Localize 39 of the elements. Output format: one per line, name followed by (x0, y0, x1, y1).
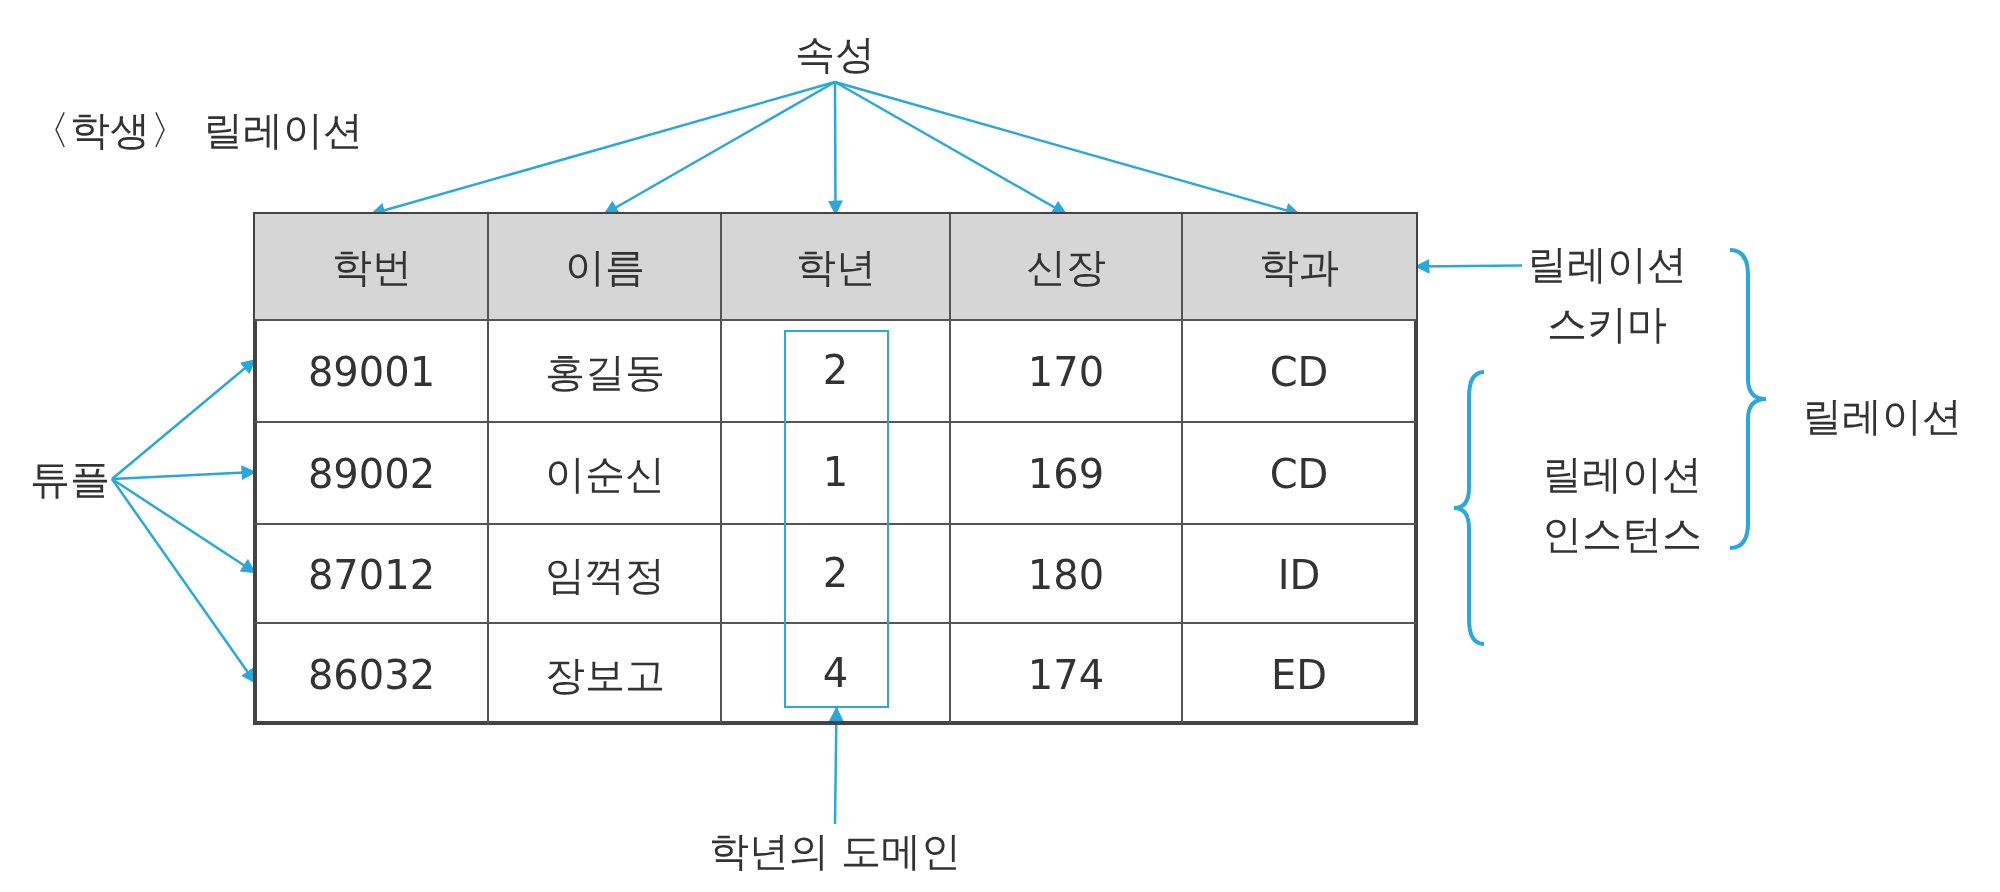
table-row (255, 523, 1416, 622)
annotation-label: 학년의 도메인 (675, 824, 995, 878)
annotation-label: 릴레이션 (1801, 392, 1963, 441)
table-row (255, 319, 1416, 421)
table-cell: CD (1202, 342, 1396, 402)
relation-name-label: 〈학생〉 릴레이션 (30, 106, 364, 155)
domain-highlight-box (784, 330, 889, 708)
table-row (255, 622, 1416, 723)
table-cell: 장보고 (508, 644, 701, 705)
table-cell: 89002 (275, 444, 468, 504)
table-cell: 4 (741, 642, 930, 703)
table-row (255, 421, 1416, 523)
data-table (255, 214, 1416, 723)
table-cell: 170 (970, 342, 1162, 402)
table-cell: ED (1202, 644, 1396, 705)
column-header: 학과 (1202, 236, 1396, 297)
annotation-label: 속성 (785, 28, 885, 80)
table-cell: 86032 (275, 644, 468, 705)
column-header: 학년 (741, 236, 930, 297)
table-cell: 이순신 (508, 444, 701, 504)
header-row (255, 214, 1416, 319)
table-cell: CD (1202, 444, 1396, 504)
table-cell: 169 (970, 444, 1162, 504)
annotation-label: 튜플 (28, 452, 112, 506)
table-cell: ID (1202, 544, 1396, 605)
table-cell: 87012 (275, 544, 468, 605)
table-cell: 2 (741, 542, 930, 603)
annotation-label: 릴레이션 스키마 (1522, 234, 1692, 360)
column-header: 신장 (970, 236, 1162, 297)
table-cell: 1 (741, 442, 930, 502)
column-header: 학번 (275, 236, 468, 297)
table-cell: 2 (741, 340, 930, 400)
table-cell: 174 (970, 644, 1162, 705)
table-cell: 홍길동 (508, 342, 701, 402)
table-cell: 임꺽정 (508, 544, 701, 605)
annotation-label: 릴레이션 인스턴스 (1541, 450, 1703, 559)
column-header: 이름 (508, 236, 701, 297)
table-cell: 180 (970, 544, 1162, 605)
table-cell: 89001 (275, 342, 468, 402)
